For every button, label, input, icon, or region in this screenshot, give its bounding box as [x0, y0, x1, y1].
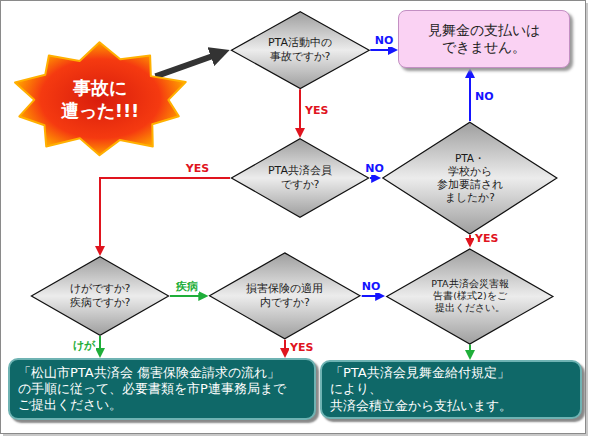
node-text: PTA活動中の 事故ですか? [268, 36, 332, 64]
edge-label: YES [289, 342, 314, 354]
connector-arrow [469, 344, 471, 354]
node-text: PTA共済会災害報 告書(様式2)をご 提出ください。 [431, 278, 508, 314]
diamond-outline [210, 253, 360, 339]
diamond-outline [31, 257, 168, 335]
decision-diamond: けがですか? 疾病ですか? [30, 256, 170, 336]
connector-arrow [100, 178, 230, 250]
edge-label: NO [374, 35, 395, 47]
diamond-outline [231, 12, 369, 89]
connector-arrow [299, 89, 301, 132]
connector-arrow [284, 340, 286, 352]
edge-label: YES [474, 233, 499, 245]
decision-diamond: 損害保険の適用 内ですか? [208, 252, 361, 340]
node-text: PTA共済会員 ですか? [268, 164, 332, 192]
edge-label: 疾病 [175, 281, 199, 293]
connector-arrow [469, 235, 471, 241]
node-text: 「松山市PTA共済会 傷害保険金請求の流れ」 の手順に従って、必要書類を市P連事… [18, 365, 308, 414]
connector-arrow [469, 74, 471, 121]
frame-shadow [3, 3, 587, 435]
edge-label: NO [364, 163, 385, 175]
diamond-outline [387, 249, 553, 344]
result-box: 「PTA共済会見舞金給付規定」により、 共済会積立金から支払います。 [320, 360, 582, 419]
edge-label: YES [185, 163, 210, 175]
result-box: 「松山市PTA共済会 傷害保険金請求の流れ」 の手順に従って、必要書類を市P連事… [8, 358, 316, 420]
decision-diamond: PTA活動中の 事故ですか? [230, 11, 371, 89]
edge-label: YES [304, 105, 329, 117]
decision-diamond: PTA共済会災害報 告書(様式2)をご 提出ください。 [385, 248, 555, 345]
connector-arrow [370, 177, 375, 179]
node-text: 「PTA共済会見舞金給付規定」により、 共済会積立金から支払います。 [330, 365, 512, 414]
node-text: 損害保険の適用 内ですか? [246, 282, 323, 310]
burst-outline [15, 42, 186, 155]
edge-label: NO [361, 281, 382, 293]
connector-arrow [170, 295, 202, 297]
node-text: PTA・学校から 参加要請され ましたか? [437, 152, 503, 205]
edge-label: けが [72, 340, 96, 352]
diamond-outline [231, 139, 368, 217]
diamond-outline [383, 122, 557, 234]
start-burst: 事故に 遭った!!! [7, 41, 192, 159]
connector-arrow [99, 336, 101, 352]
edge-label: NO [474, 91, 495, 103]
node-text: 事故に 遭った!!! [61, 77, 140, 122]
node-text: 見舞金の支払いは できません。 [428, 22, 540, 57]
node-text: けがですか? 疾病ですか? [70, 282, 131, 310]
decision-diamond: PTA・学校から 参加要請され ましたか? [381, 121, 559, 235]
decision-diamond: PTA共済会員 ですか? [230, 138, 370, 218]
connector-arrow [362, 295, 380, 297]
connector-arrow [370, 49, 392, 51]
connector-arrow [156, 54, 219, 76]
result-box: 見舞金の支払いは できません。 [398, 10, 570, 68]
